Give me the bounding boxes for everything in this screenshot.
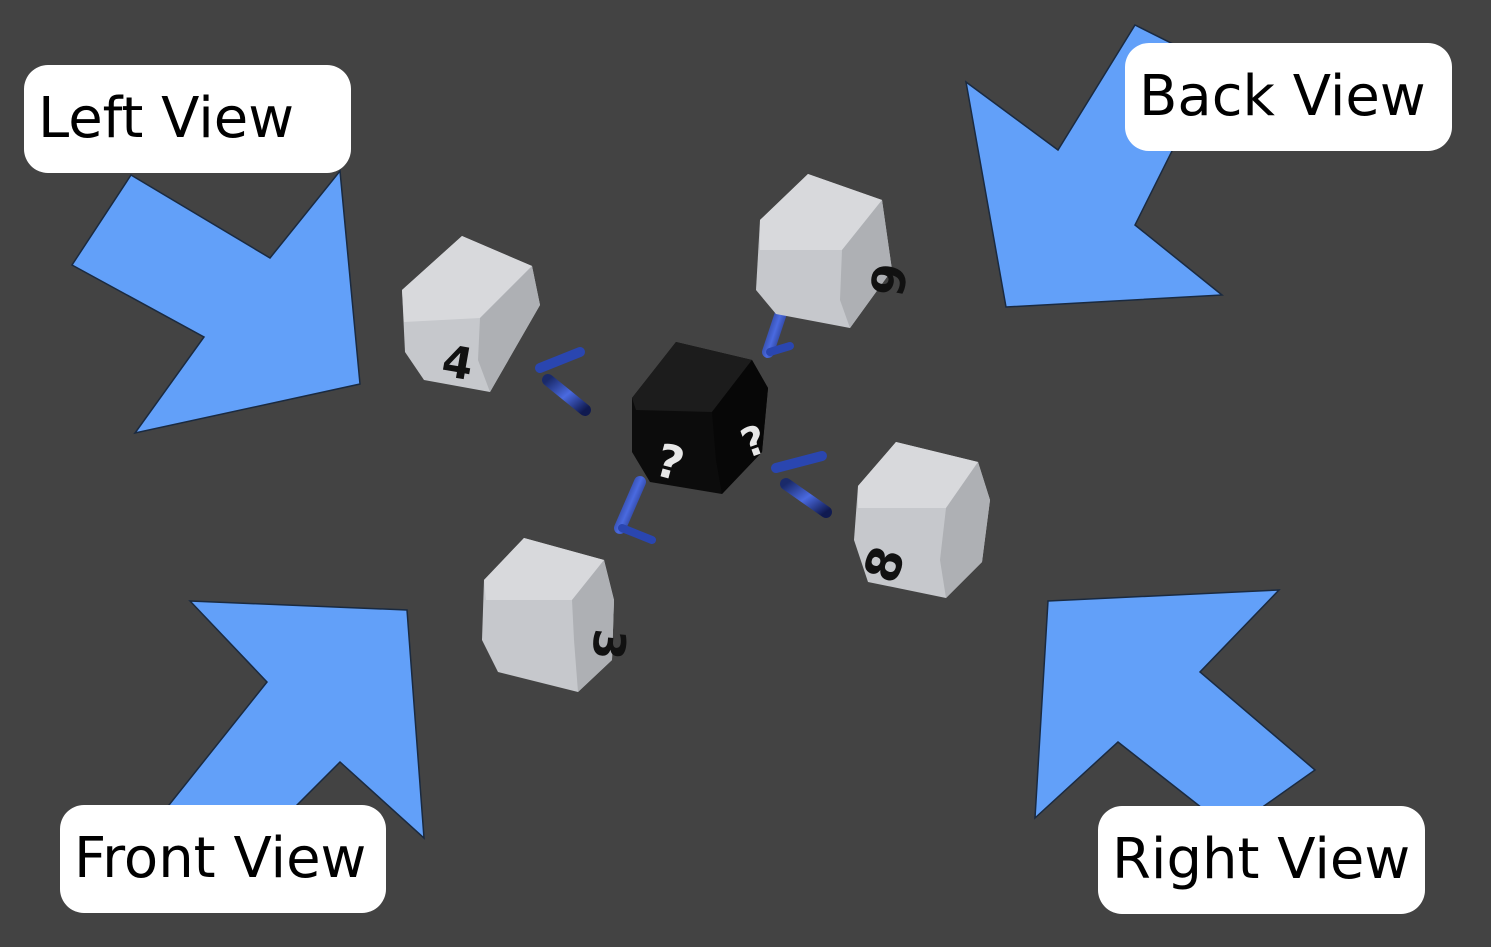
right-view-label: Right View	[1098, 806, 1425, 914]
right-view-arrow	[1034, 589, 1317, 831]
cube-front: 3	[482, 538, 635, 692]
left-view-arrow	[70, 169, 361, 435]
cube-front-number: 3	[581, 627, 634, 662]
back-view-label: Back View	[1125, 43, 1452, 151]
front-view-arrow	[163, 600, 425, 841]
cube-center: ? ?	[632, 342, 773, 494]
cube-back: 6	[756, 174, 917, 328]
connector-left	[535, 347, 591, 416]
cube-left: 4	[402, 236, 540, 392]
cube-right: 8	[853, 442, 990, 598]
connector-right	[771, 451, 832, 518]
left-view-label: Left View	[24, 65, 351, 173]
connector-front	[614, 476, 656, 544]
front-view-label: Front View	[60, 805, 386, 913]
